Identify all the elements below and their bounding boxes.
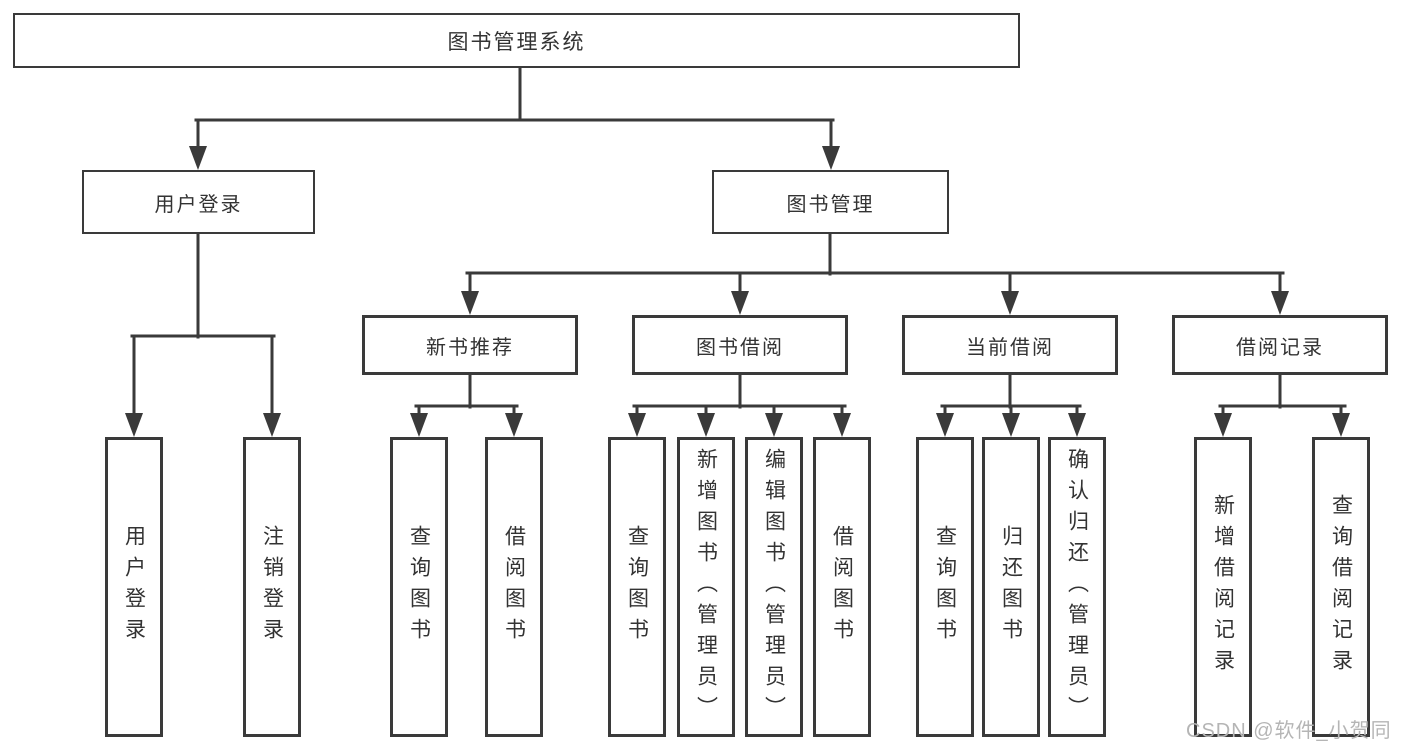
leaf-recommend-query-book: 查询图书	[390, 437, 448, 737]
node-label: 图书管理	[786, 193, 875, 216]
node-label: 用户登录	[122, 525, 146, 649]
node-current-borrow: 当前借阅	[902, 315, 1118, 375]
node-label: 编辑图书（管理员）	[762, 447, 786, 727]
node-label: 借阅图书	[502, 525, 526, 649]
node-label: 图书管理系统	[447, 30, 586, 54]
leaf-return-book: 归还图书	[982, 437, 1040, 737]
node-label: 查询图书	[625, 525, 649, 649]
connector-root-to-level2	[189, 65, 840, 170]
connector-book-borrow-to-children	[628, 372, 851, 437]
node-book-management: 图书管理	[712, 170, 949, 234]
leaf-edit-book-admin: 编辑图书（管理员）	[745, 437, 803, 737]
node-label: 图书借阅	[696, 336, 784, 359]
node-book-borrow: 图书借阅	[632, 315, 848, 375]
node-label: 新增图书（管理员）	[694, 447, 718, 727]
node-user-login: 用户登录	[82, 170, 315, 234]
node-label: 查询图书	[933, 525, 957, 649]
node-library-system-root: 图书管理系统	[13, 13, 1020, 68]
node-label: 借阅图书	[830, 525, 854, 649]
leaf-user-login: 用户登录	[105, 437, 163, 737]
leaf-recommend-borrow-book: 借阅图书	[485, 437, 543, 737]
leaf-query-borrow-record: 查询借阅记录	[1312, 437, 1370, 737]
leaf-add-book-admin: 新增图书（管理员）	[677, 437, 735, 737]
node-label: 新书推荐	[426, 336, 514, 359]
leaf-add-borrow-record: 新增借阅记录	[1194, 437, 1252, 737]
node-label: 当前借阅	[966, 336, 1054, 359]
connector-records-to-children	[1214, 372, 1350, 437]
node-label: 借阅记录	[1236, 336, 1324, 359]
node-label: 查询借阅记录	[1329, 494, 1353, 680]
node-label: 新增借阅记录	[1211, 494, 1235, 680]
node-new-book-recommend: 新书推荐	[362, 315, 578, 375]
connector-current-borrow-to-children	[936, 372, 1086, 437]
node-label: 归还图书	[999, 525, 1023, 649]
leaf-confirm-return-admin: 确认归还（管理员）	[1048, 437, 1106, 737]
leaf-borrow-book: 借阅图书	[813, 437, 871, 737]
connector-book-mgmt-to-level3	[461, 231, 1289, 315]
node-label: 查询图书	[407, 525, 431, 649]
node-borrow-records: 借阅记录	[1172, 315, 1388, 375]
node-label: 注销登录	[260, 525, 284, 649]
leaf-logout: 注销登录	[243, 437, 301, 737]
leaf-current-query-book: 查询图书	[916, 437, 974, 737]
connector-new-book-to-children	[410, 372, 523, 437]
connector-user-login-to-children	[125, 231, 281, 437]
node-label: 用户登录	[154, 193, 243, 216]
leaf-borrow-query-book: 查询图书	[608, 437, 666, 737]
csdn-watermark: CSDN @软件_小贺同学	[1186, 720, 1392, 742]
node-label: 确认归还（管理员）	[1065, 447, 1089, 727]
